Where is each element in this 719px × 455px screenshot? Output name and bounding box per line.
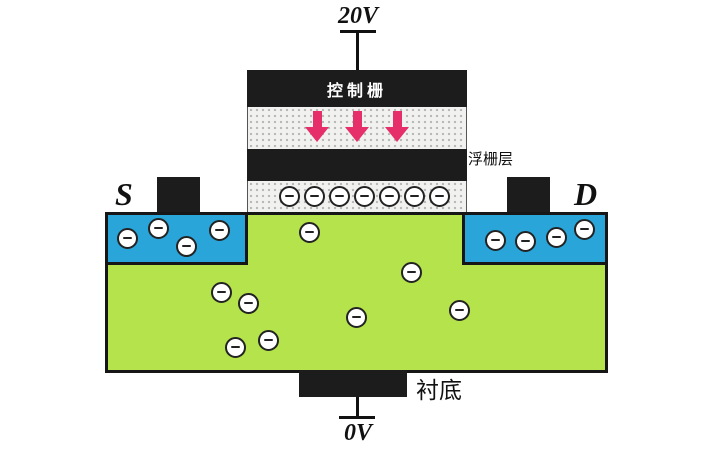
electron-icon	[208, 219, 230, 241]
gate-stack: 控制栅	[247, 70, 467, 212]
electron-icon	[378, 185, 400, 207]
top-terminal-wire	[356, 30, 359, 70]
control-gate: 控制栅	[247, 70, 467, 107]
substrate-contact	[299, 370, 407, 397]
electron-icon	[353, 185, 375, 207]
electron-icon	[484, 229, 506, 251]
electron-icon	[514, 230, 536, 252]
electron-icon	[116, 227, 138, 249]
down-arrow-icon	[345, 111, 369, 144]
electron-icon	[303, 185, 325, 207]
electron-icon	[345, 306, 367, 328]
source-label: S	[115, 176, 133, 212]
source-contact	[157, 177, 200, 212]
electron-icon	[428, 185, 450, 207]
electron-icon	[403, 185, 425, 207]
down-arrow-icon	[305, 111, 329, 144]
electron-icon	[147, 217, 169, 239]
bottom-terminal-wire	[356, 397, 359, 418]
bottom-voltage-label: 0V	[343, 420, 372, 446]
electron-icon	[237, 292, 259, 314]
electron-icon	[175, 235, 197, 257]
electron-icon	[210, 281, 232, 303]
top-voltage-label: 20V	[337, 3, 378, 29]
electron-icon	[448, 299, 470, 321]
electron-icon	[573, 218, 595, 240]
floating-gate-label: 浮栅层	[468, 151, 514, 168]
electron-icon	[328, 185, 350, 207]
electron-icon	[545, 226, 567, 248]
bottom-terminal-bar	[339, 416, 375, 419]
electron-icon	[298, 221, 320, 243]
down-arrow-icon	[385, 111, 409, 144]
floating-gate	[247, 149, 467, 181]
drain-label: D	[574, 176, 598, 212]
electron-icon	[257, 329, 279, 351]
substrate-label: 衬底	[416, 377, 462, 403]
electron-icon	[400, 261, 422, 283]
drain-contact	[507, 177, 550, 212]
electron-icon	[278, 185, 300, 207]
control-gate-label: 控制栅	[326, 82, 387, 100]
electron-icon	[224, 336, 246, 358]
